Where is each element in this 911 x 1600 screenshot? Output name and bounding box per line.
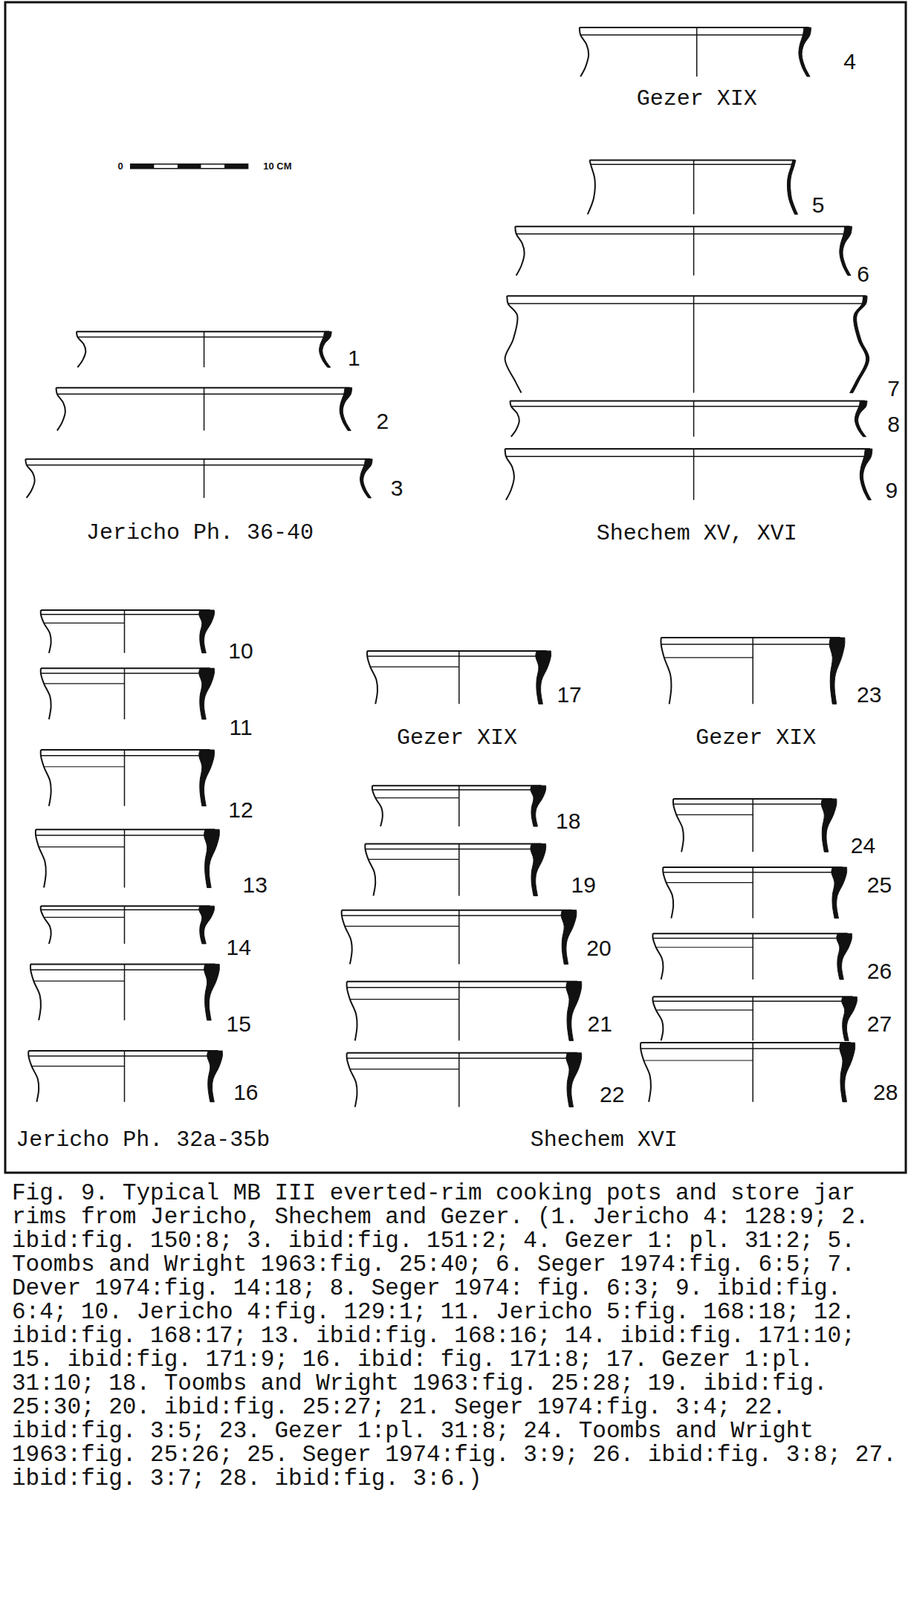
vessel-profile xyxy=(652,996,857,1041)
site-label: Gezer XIX xyxy=(635,86,759,112)
vessel-profile xyxy=(505,448,873,501)
callout-number: 10 xyxy=(226,637,255,663)
vessel-profile xyxy=(660,637,845,704)
vessel-profile xyxy=(652,933,852,980)
site-label: Shechem XV, XVI xyxy=(595,521,799,547)
callout-number: 14 xyxy=(225,934,253,960)
scale-bar xyxy=(130,164,249,169)
callout-number: 13 xyxy=(241,872,269,897)
vessel-profile xyxy=(40,668,215,720)
callout-number: 8 xyxy=(885,410,902,436)
callout-number: 5 xyxy=(810,191,827,217)
vessel-profile xyxy=(587,160,799,215)
callout-number: 21 xyxy=(586,1011,614,1036)
site-label: Gezer XIX xyxy=(694,725,818,750)
vessel-profile xyxy=(341,910,577,965)
scale-label: 0 xyxy=(115,161,125,172)
callout-number: 22 xyxy=(598,1081,626,1106)
vessel-profile xyxy=(579,27,812,77)
site-label: Jericho Ph. 36-40 xyxy=(84,520,316,545)
vessel-profile xyxy=(367,650,551,704)
figure-frame xyxy=(5,2,906,1173)
vessel-profile xyxy=(673,798,837,852)
vessel-profile xyxy=(56,387,353,431)
callout-number: 12 xyxy=(226,796,255,822)
callout-number: 3 xyxy=(389,475,405,501)
callout-number: 23 xyxy=(855,681,883,706)
vessel-profile xyxy=(40,610,215,654)
vessel-profile xyxy=(364,843,546,896)
callout-number: 2 xyxy=(374,407,391,433)
vessel-profile xyxy=(347,981,582,1042)
site-label: Gezer XIX xyxy=(395,725,519,750)
callout-number: 6 xyxy=(855,260,871,286)
callout-number: 18 xyxy=(554,807,582,833)
callout-number: 25 xyxy=(865,872,894,897)
vessel-profile xyxy=(662,867,847,919)
vessel-profile xyxy=(30,963,220,1021)
vessel-profile xyxy=(640,1042,856,1102)
callout-number: 7 xyxy=(885,375,902,400)
callout-number: 20 xyxy=(584,935,613,961)
callout-number: 27 xyxy=(865,1011,894,1036)
vessel-profile xyxy=(76,331,332,368)
vessel-profile xyxy=(509,401,868,437)
vessel-profile xyxy=(505,295,870,393)
vessel-profile xyxy=(372,785,547,827)
callout-number: 1 xyxy=(346,344,362,370)
vessel-profile xyxy=(28,1050,223,1102)
vessel-profile xyxy=(514,226,852,276)
vessel-profile xyxy=(25,459,373,498)
callout-number: 4 xyxy=(841,49,858,74)
callout-number: 11 xyxy=(227,714,254,739)
callout-number: 16 xyxy=(231,1079,260,1105)
site-label: Shechem XVI xyxy=(529,1127,680,1152)
vessel-profile xyxy=(40,749,215,807)
callout-number: 9 xyxy=(884,477,900,502)
callout-number: 28 xyxy=(871,1079,900,1105)
vessel-profile xyxy=(40,905,215,944)
callout-number: 17 xyxy=(555,681,583,706)
scale-label: 10 CM xyxy=(261,161,293,172)
callout-number: 24 xyxy=(849,832,877,857)
vessel-profile xyxy=(35,829,220,888)
callout-number: 15 xyxy=(225,1011,253,1036)
figure-caption: Fig. 9. Typical MB III everted-rim cooki… xyxy=(11,1181,900,1491)
site-label: Jericho Ph. 32a-35b xyxy=(14,1127,272,1152)
callout-number: 26 xyxy=(865,957,894,983)
callout-number: 19 xyxy=(569,872,598,897)
vessel-profile xyxy=(347,1052,582,1108)
